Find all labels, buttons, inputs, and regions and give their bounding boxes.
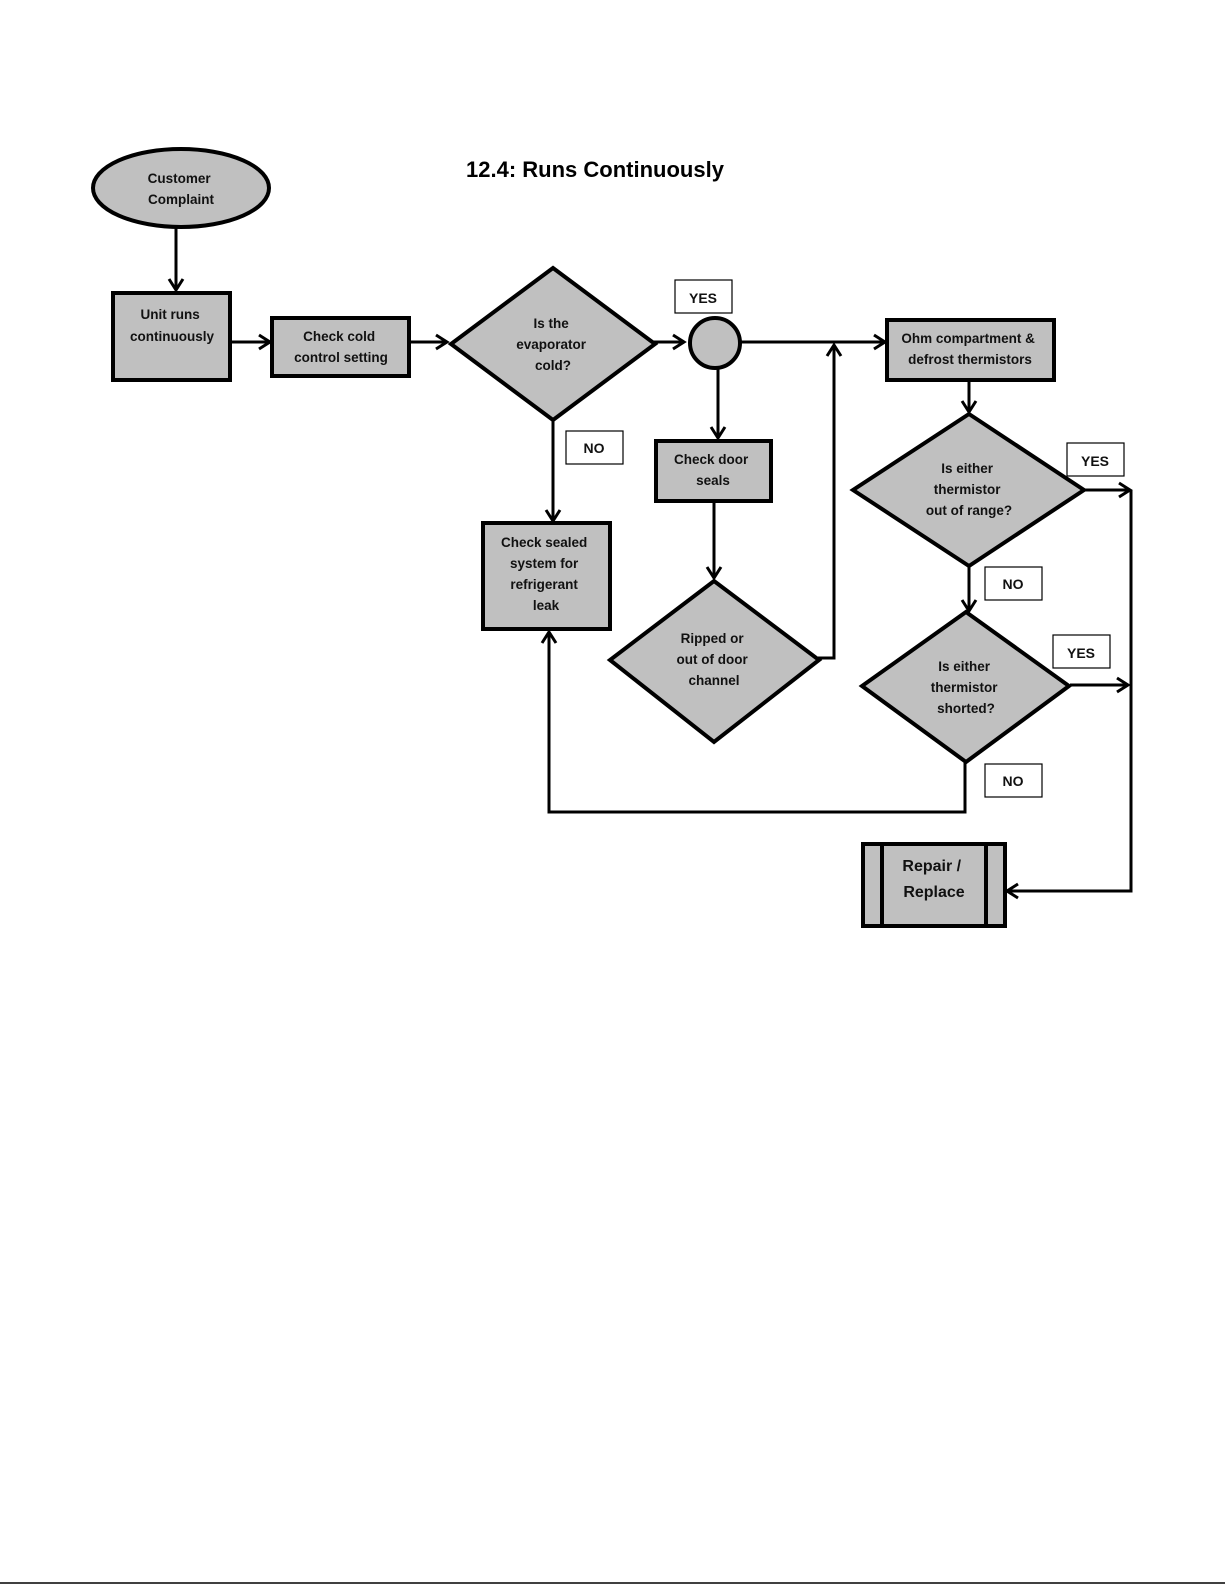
label-no-shorted: NO xyxy=(984,763,1043,798)
label-box xyxy=(1066,442,1125,477)
label-box xyxy=(674,279,733,314)
node-unit-runs: Unit runs continuously xyxy=(111,291,232,382)
node-line: Repair / xyxy=(902,858,961,875)
arrowhead xyxy=(167,278,185,293)
arrowhead xyxy=(540,629,558,644)
node-line: out of door xyxy=(677,652,749,667)
page-title: 12.4: Runs Continuously xyxy=(466,157,725,182)
node-thermistor-shorted: Is either thermistor shorted? xyxy=(858,609,1073,765)
node-line: thermistor xyxy=(931,680,999,695)
connector-ripped-to-main xyxy=(818,345,836,660)
node-line: Check door xyxy=(674,452,749,467)
decision-shape xyxy=(858,609,1073,765)
node-text: Check sealed system for refrigerant leak xyxy=(501,535,591,613)
node-line: Check cold xyxy=(303,329,375,344)
node-text: Customer Complaint xyxy=(148,171,215,207)
node-line: refrigerant xyxy=(510,577,578,592)
connector-bus-to-repair xyxy=(1007,490,1133,893)
node-text: Unit runs continuously xyxy=(130,307,214,344)
node-line: Ripped or xyxy=(681,631,745,646)
node-line: shorted? xyxy=(937,701,995,716)
node-thermistor-out-of-range: Is either thermistor out of range? xyxy=(849,411,1088,569)
node-text: Is the evaporator cold? xyxy=(516,316,590,373)
node-text: Check cold control setting xyxy=(294,329,388,365)
connectors xyxy=(167,226,1133,900)
node-text: Check door seals xyxy=(674,452,752,488)
process-shape xyxy=(111,291,232,382)
node-line: thermistor xyxy=(934,482,1002,497)
label-text: YES xyxy=(689,290,717,306)
label-text: NO xyxy=(1003,773,1024,789)
label-text: NO xyxy=(1003,576,1024,592)
node-check-cold-control: Check cold control setting xyxy=(270,316,411,378)
predefined-process-shape xyxy=(861,842,1007,928)
node-line: seals xyxy=(696,473,730,488)
label-box xyxy=(1052,634,1111,669)
node-line: continuously xyxy=(130,329,214,344)
node-line: Ohm compartment & xyxy=(901,331,1035,346)
label-no-out-of-range: NO xyxy=(984,566,1043,601)
node-line: evaporator xyxy=(516,337,587,352)
node-check-door-seals: Check door seals xyxy=(654,439,773,503)
node-text: Ohm compartment & defrost thermistors xyxy=(901,331,1038,367)
label-box xyxy=(984,763,1043,798)
arrowhead xyxy=(435,333,450,351)
process-shape xyxy=(885,318,1056,382)
arrowhead xyxy=(709,426,727,441)
node-text: Ripped or out of door channel xyxy=(677,631,752,688)
node-line: Is the xyxy=(533,316,569,331)
node-evaporator-cold: Is the evaporator cold? xyxy=(447,265,659,423)
node-line: Complaint xyxy=(148,192,215,207)
node-line: cold? xyxy=(535,358,571,373)
connector-shorted-to-sealed xyxy=(547,632,967,814)
node-repair-replace: Repair / Replace xyxy=(861,842,1007,928)
label-text: NO xyxy=(584,440,605,456)
node-line: out of range? xyxy=(926,503,1012,518)
node-line: channel xyxy=(688,673,739,688)
arrowhead xyxy=(960,599,978,614)
node-customer-complaint: Customer Complaint xyxy=(91,147,271,229)
label-text: YES xyxy=(1081,453,1109,469)
node-ohm-thermistors: Ohm compartment & defrost thermistors xyxy=(885,318,1056,382)
label-box xyxy=(565,430,624,465)
label-box xyxy=(984,566,1043,601)
node-ripped-door-channel: Ripped or out of door channel xyxy=(606,578,823,745)
label-yes-out-of-range: YES xyxy=(1066,442,1125,477)
arrowhead xyxy=(825,342,843,357)
node-line: system for xyxy=(510,556,579,571)
node-line: leak xyxy=(533,598,560,613)
node-line: Unit runs xyxy=(140,307,199,322)
node-line: defrost thermistors xyxy=(908,352,1032,367)
node-line: Is either xyxy=(938,659,991,674)
node-line: Customer xyxy=(148,171,212,186)
process-shape xyxy=(481,521,612,631)
decision-shape xyxy=(606,578,823,745)
arrowhead xyxy=(672,333,687,351)
node-line: Is either xyxy=(941,461,994,476)
arrowhead xyxy=(705,566,723,581)
terminator-shape xyxy=(91,147,271,229)
process-shape xyxy=(654,439,773,503)
node-line: Replace xyxy=(903,884,964,901)
process-shape xyxy=(270,316,411,378)
node-check-sealed-system: Check sealed system for refrigerant leak xyxy=(481,521,612,631)
arrowhead xyxy=(1116,676,1131,694)
node-text: Repair / Replace xyxy=(902,858,965,901)
node-text: Is either thermistor shorted? xyxy=(931,659,1002,716)
label-yes-evaporator: YES xyxy=(674,279,733,314)
node-text: Is either thermistor out of range? xyxy=(926,461,1012,518)
node-line: Check sealed xyxy=(501,535,587,550)
label-no-evaporator: NO xyxy=(565,430,624,465)
label-text: YES xyxy=(1067,645,1095,661)
decision-shape xyxy=(849,411,1088,569)
node-line: control setting xyxy=(294,350,388,365)
decision-shape xyxy=(447,265,659,423)
label-yes-shorted: YES xyxy=(1052,634,1111,669)
connector-circle xyxy=(688,316,742,370)
